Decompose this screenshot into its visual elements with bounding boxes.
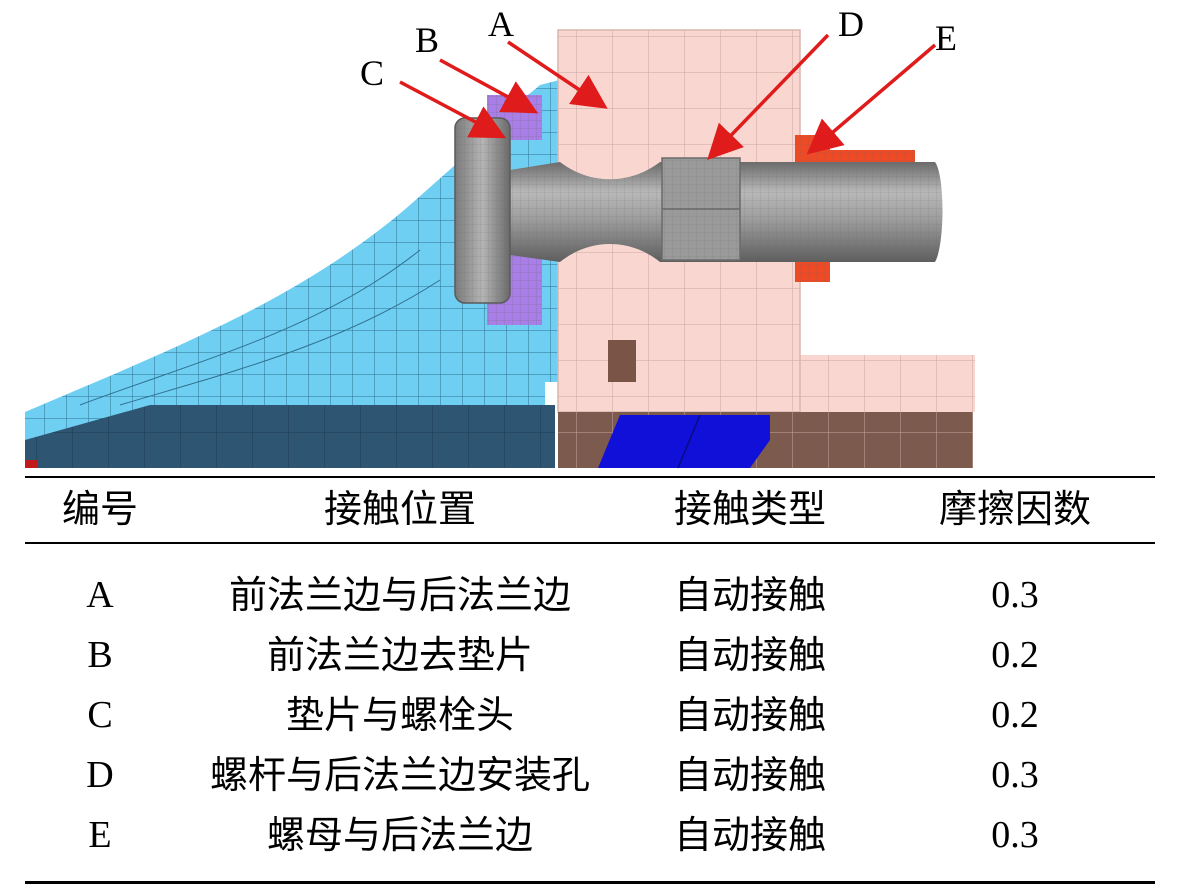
callout-label-b: B [415,20,439,60]
arrow-d [707,33,830,161]
callout-arrows [399,33,937,161]
callout-label-d: D [838,4,864,44]
row-c-position: 垫片与螺栓头 [285,693,514,737]
base-plate-left [25,405,555,468]
table-header-rule [25,542,1155,544]
arrow-b [439,58,539,114]
row-a-position: 前法兰边与后法兰边 [228,573,571,617]
row-d-position: 螺杆与后法兰边安装孔 [209,753,590,797]
header-contact-position: 接触位置 [323,487,476,531]
header-friction-coefficient: 摩擦因数 [938,487,1091,531]
row-e-type: 自动接触 [673,813,826,857]
callout-label-c: C [360,53,384,93]
row-d-id: D [86,754,114,796]
row-b-position: 前法兰边去垫片 [266,633,533,677]
row-e-id: E [88,814,112,856]
blue-insert [598,414,770,469]
callout-label-a: A [488,4,514,44]
row-e-position: 螺母与后法兰边 [266,813,533,857]
row-d-type: 自动接触 [673,753,826,797]
arrow-a [507,40,608,109]
header-id: 编号 [61,487,138,531]
arrow-c [399,80,507,139]
callout-label-e: E [935,18,957,58]
row-c-type: 自动接触 [673,693,826,737]
row-b-type: 自动接触 [673,633,826,677]
row-e-friction: 0.3 [991,814,1039,856]
arrow-e [806,43,937,155]
bolted-flange-fe-model: A B C D E [25,4,975,469]
row-d-friction: 0.3 [991,754,1039,796]
bolt [454,117,943,304]
corner-marker [25,460,37,468]
row-b-friction: 0.2 [991,634,1039,676]
table-top-rule [25,476,1155,478]
row-c-id: C [87,694,113,736]
row-a-type: 自动接触 [673,573,826,617]
header-contact-type: 接触类型 [673,487,826,531]
row-c-friction: 0.2 [991,694,1039,736]
row-b-id: B [87,634,113,676]
row-a-id: A [86,574,114,616]
row-a-friction: 0.3 [991,574,1039,616]
table-bottom-rule [25,881,1155,884]
